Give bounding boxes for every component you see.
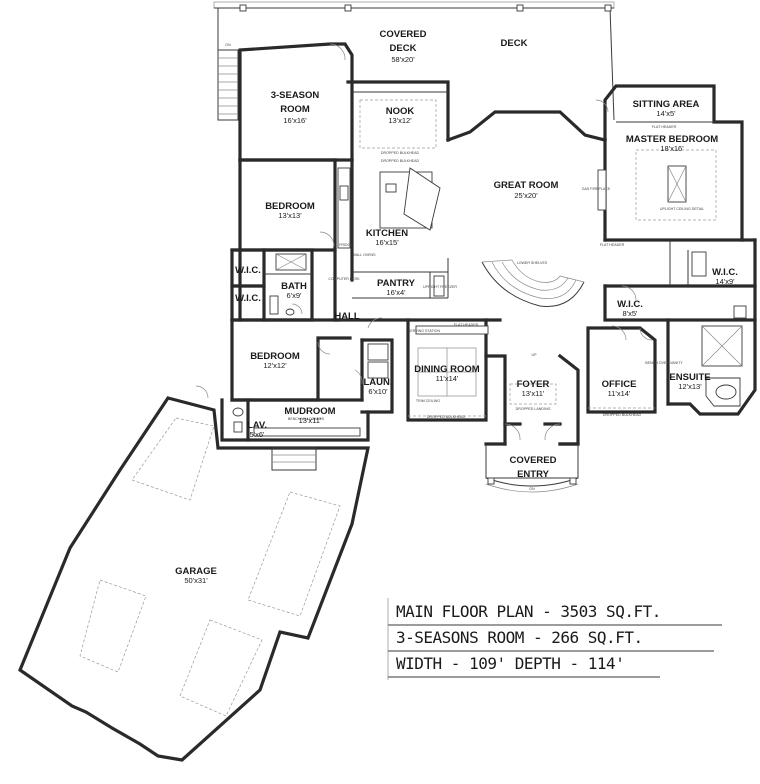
wic-2-label: W.I.C. [235, 293, 261, 304]
bedroom-2-label: BEDROOM [250, 351, 300, 362]
note-upright-freezer: UPRIGHT FREEZER [423, 285, 457, 289]
nook-dim: 13'x12' [388, 116, 412, 125]
note-dn-entry: DN [529, 487, 535, 491]
deck-stairs [217, 49, 239, 121]
note-lower-shelves: LOWER SHELVES [517, 261, 548, 265]
note-bulkhead-dining: DROPPED BULKHEAD [427, 415, 466, 419]
wic-small-label: W.I.C. [617, 299, 643, 310]
note-bulkhead-office: DROPPED BULKHEAD [603, 413, 642, 417]
bedroom-2-dim: 12'x12' [263, 361, 287, 370]
door-swings [195, 43, 653, 441]
wic-1-label: W.I.C. [235, 265, 261, 276]
three-season-label-1: 3-SEASON [271, 90, 320, 101]
sitting-area-dim: 14'x5' [656, 109, 676, 118]
note-bench-vanity: BENCH OVER VANITY [645, 361, 683, 365]
garage-label: GARAGE [175, 566, 217, 577]
ensuite-label: ENSUITE [669, 372, 710, 383]
note-dn-deck: DN [225, 43, 231, 47]
note-gas-fireplace: GAS FIREPLACE [582, 187, 611, 191]
note-bulkhead-kitchen: DROPPED BULKHEAD [381, 159, 420, 163]
kitchen-label: KITCHEN [366, 228, 408, 239]
great-room-label: GREAT ROOM [494, 180, 559, 191]
stat-main-floor: MAIN FLOOR PLAN - 3503 SQ.FT. [396, 602, 661, 621]
fixtures [232, 99, 747, 437]
foyer-dim: 13'x11' [522, 389, 545, 398]
wic-small-dim: 8'x5' [623, 309, 639, 318]
great-room-dim: 25'x20' [514, 191, 538, 200]
bath-label: BATH [281, 281, 307, 292]
stat-three-seasons: 3-SEASONS ROOM - 266 SQ.FT. [396, 628, 643, 647]
note-computer-desk: COMPUTER DESK [328, 277, 360, 281]
laundry-dim: 6'x10' [368, 387, 388, 396]
garage-structure [18, 396, 370, 762]
hall-label: HALL [334, 311, 360, 322]
ensuite-dim: 12'x13' [678, 382, 702, 391]
wic-master-label: W.I.C. [712, 267, 738, 278]
mudroom-label: MUDROOM [284, 406, 335, 417]
master-bedroom-label: MASTER BEDROOM [626, 134, 718, 145]
bath-dim: 6'x9' [287, 291, 303, 300]
note-serving-station: SERVING STATION [408, 329, 441, 333]
wic-master-dim: 14'x9' [715, 277, 735, 286]
bedroom-1-label: BEDROOM [265, 201, 315, 212]
sitting-area-label: SITTING AREA [633, 99, 700, 110]
note-flat-header-master: FLAT HEADER [652, 125, 677, 129]
mudroom-dim: 13'x11' [299, 416, 322, 425]
note-fridge: FRIDGE [339, 243, 353, 247]
nook-label: NOOK [386, 106, 415, 117]
note-dropped-landing: DROPPED LANDING [516, 407, 551, 411]
note-trim-ceiling: TRIM CEILING [416, 399, 440, 403]
covered-deck-label-1: COVERED [380, 29, 427, 40]
kitchen-dim: 16'x15' [375, 238, 399, 247]
house-walls [220, 42, 757, 493]
dining-room-dim: 11'x14' [436, 374, 459, 383]
pantry-dim: 16'x4' [386, 288, 406, 297]
plan-stats: MAIN FLOOR PLAN - 3503 SQ.FT. 3-SEASONS … [387, 598, 722, 680]
note-uplight-ceiling: UPLIGHT CEILING DETAIL [660, 207, 704, 211]
lav-label: LAV. [247, 420, 267, 431]
garage-dim: 50'x31' [184, 576, 208, 585]
dining-room-label: DINING ROOM [414, 364, 480, 375]
covered-entry-label-1: COVERED [510, 455, 557, 466]
bedroom-1-dim: 13'x13' [278, 211, 302, 220]
three-season-label-2: ROOM [280, 104, 310, 115]
note-up: UP [532, 353, 538, 357]
lav-dim: 5'x6' [250, 430, 266, 439]
note-bulkhead-nook: DROPPED BULKHEAD [381, 151, 420, 155]
covered-entry-label-2: ENTRY [517, 469, 550, 480]
deck-label: DECK [501, 38, 528, 49]
foyer-label: FOYER [517, 379, 550, 390]
note-flat-header-dining: FLAT HEADER [454, 323, 479, 327]
covered-deck-dim: 58'x20' [391, 55, 415, 64]
plan-notes: DROPPED BULKHEAD DROPPED BULKHEAD FLAT H… [225, 43, 704, 491]
stat-dimensions: WIDTH - 109' DEPTH - 114' [396, 654, 624, 673]
deck-structure [213, 1, 615, 121]
note-flat-header-great: FLAT HEADER [600, 243, 625, 247]
three-season-dim: 16'x16' [283, 116, 307, 125]
room-labels: COVERED DECK 58'x20' DECK 3-SEASON ROOM … [175, 29, 738, 585]
office-dim: 11'x14' [608, 389, 631, 398]
note-bench-lockers: BENCH W/ LOCKERS [288, 417, 325, 421]
office-label: OFFICE [602, 379, 637, 390]
covered-deck-label-2: DECK [390, 43, 417, 54]
note-wall-ovens: WALL OVENS [352, 253, 376, 257]
laundry-label: LAUN. [363, 377, 392, 388]
pantry-label: PANTRY [377, 278, 416, 289]
garage-steps [271, 447, 317, 471]
master-bedroom-dim: 18'x16' [660, 144, 684, 153]
